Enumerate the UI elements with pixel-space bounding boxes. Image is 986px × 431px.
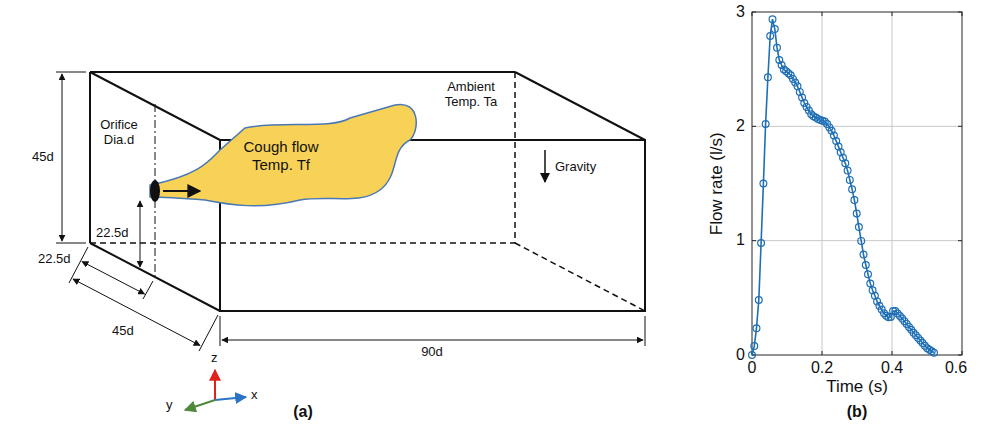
region-label: Cough flow Temp. Tf [225,138,337,174]
dimension-label: 45d [112,324,134,339]
hidden-edges [90,72,645,311]
data-marker [856,224,863,231]
data-marker [760,180,767,187]
ambient-label: Ambient Temp. Ta [440,80,502,110]
data-marker [867,280,874,287]
tick-label: 0.2 [811,359,833,377]
axes-triad [185,370,246,410]
panel-letter: (b) [847,403,867,421]
tick-mark [958,12,962,13]
tick-mark [752,12,753,16]
dimension-label: 45d [30,150,56,165]
panel-letter: (a) [293,403,313,421]
axis-letter: x [251,388,258,403]
dimension-label: 22.5d [96,226,129,241]
plot-frame [752,12,962,355]
tick-label: 0.4 [881,359,903,377]
grid-line [892,12,893,355]
tick-mark [958,240,962,241]
data-marker [774,44,781,51]
data-marker [851,197,858,204]
grid-line [822,12,823,355]
tick-mark [822,12,823,16]
tick-mark [958,126,962,127]
data-marker [753,325,760,332]
tick-mark [962,12,963,16]
tick-mark [752,126,756,127]
data-marker [771,26,778,33]
tick-label: 0 [748,359,757,377]
grid-line [752,240,962,241]
data-marker [842,160,849,167]
data-marker [767,33,774,40]
axis-letter: z [211,351,218,366]
data-marker [758,240,765,247]
axis-title: Time (s) [826,377,888,397]
data-marker [762,121,769,128]
tick-mark [752,240,756,241]
data-marker [849,186,856,193]
tick-label: 1 [736,231,745,249]
data-marker [844,167,851,174]
dimension-label: 90d [421,345,443,360]
tick-mark [822,351,823,355]
data-marker [853,210,860,217]
axis-title: Flow rate (l/s) [706,132,726,235]
tick-label: 3 [736,3,745,21]
data-marker [765,74,772,81]
data-marker [858,238,865,245]
axis-letter: y [166,398,173,413]
tick-label: 0 [736,346,745,364]
grid-line [752,126,962,127]
tick-mark [958,355,962,356]
data-marker [769,16,776,23]
flow-curve [752,19,934,355]
gravity-label: Gravity [555,160,596,175]
data-marker [749,352,756,359]
tick-label: 0.6 [945,359,967,377]
data-marker [755,297,762,304]
tick-mark [892,12,893,16]
data-marker [865,271,872,278]
data-marker [751,343,758,350]
cough-flow-outline [150,104,416,205]
dimension-lines [56,72,645,351]
dimension-label: 22.5d [38,252,71,267]
tick-label: 2 [736,117,745,135]
data-markers [749,16,938,359]
tick-mark [752,12,756,13]
data-marker [860,251,867,258]
orifice-label: Orifice Dia.d [96,118,142,148]
tick-mark [892,351,893,355]
data-marker [931,349,938,356]
data-marker [862,262,869,269]
cough-flow-region: Cough flow Temp. Tf [150,98,425,210]
data-marker [846,177,853,184]
domain-box [90,72,645,311]
tick-mark [962,351,963,355]
grid-lines [752,12,962,355]
